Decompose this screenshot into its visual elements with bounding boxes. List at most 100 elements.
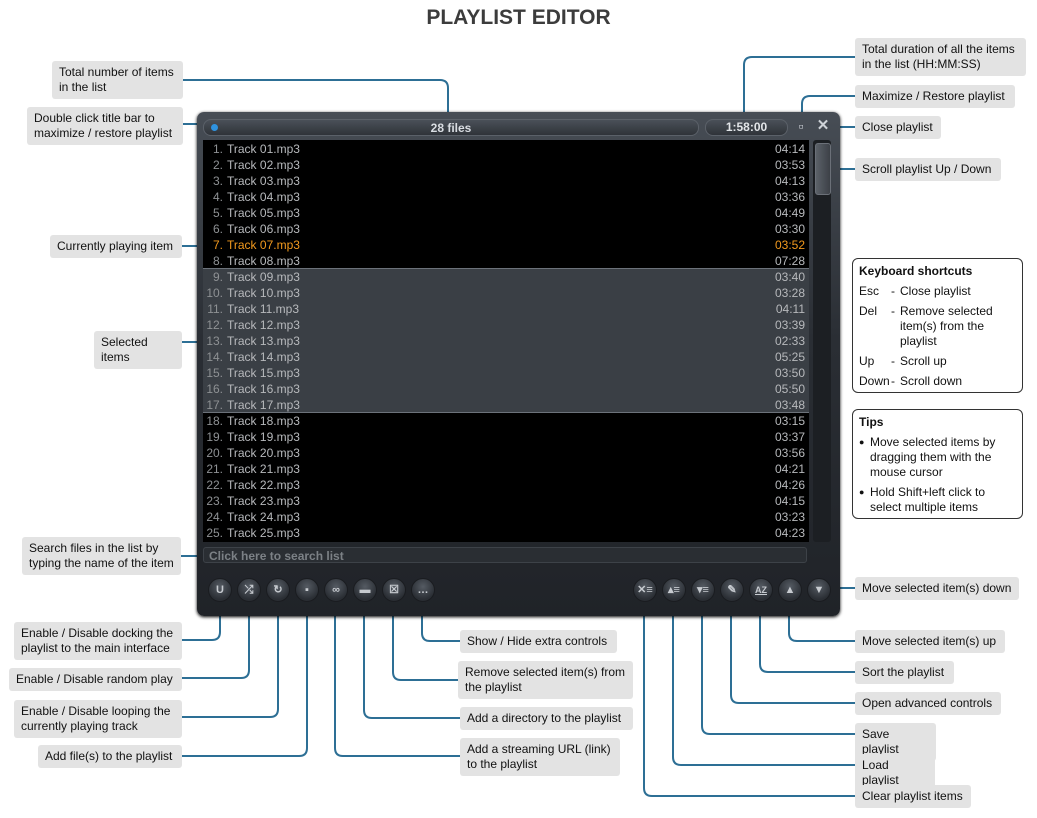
track-name: Track 24.mp3 xyxy=(227,510,300,524)
callout-random: Enable / Disable random play xyxy=(9,668,182,691)
total-duration: 1:58:00 xyxy=(705,119,788,136)
search-input[interactable]: Click here to search list xyxy=(203,547,807,563)
track-number: 5. xyxy=(212,206,223,220)
scrollbar-thumb[interactable] xyxy=(815,143,831,195)
track-number: 20. xyxy=(206,446,223,460)
track-number: 14. xyxy=(206,350,223,364)
shortcuts-heading: Keyboard shortcuts xyxy=(859,264,973,278)
track-row[interactable]: 20. Track 20.mp3 03:56 xyxy=(203,445,809,461)
track-number: 1. xyxy=(212,142,223,156)
add-folder-button[interactable]: ▬ xyxy=(353,578,377,602)
track-number: 16. xyxy=(206,382,223,396)
shortcut-desc: Remove selected item(s) from the playlis… xyxy=(891,304,1016,349)
shuffle-button[interactable]: ⤮ xyxy=(237,578,261,602)
dock-magnet-icon: U xyxy=(216,584,224,596)
shortcut-row: EscClose playlist xyxy=(859,284,1016,299)
callout-looping: Enable / Disable looping the currently p… xyxy=(14,700,182,738)
track-number: 21. xyxy=(206,462,223,476)
dock-button[interactable]: U xyxy=(208,578,232,602)
callout-clear: Clear playlist items xyxy=(855,785,971,808)
close-button[interactable]: ✕ xyxy=(815,117,831,135)
shortcut-row: DownScroll down xyxy=(859,374,1016,389)
track-number: 13. xyxy=(206,334,223,348)
maximize-button[interactable]: ▫ xyxy=(793,117,809,135)
callout-selected: Selected items xyxy=(94,331,182,369)
file-count: 28 files xyxy=(430,121,472,135)
save-button[interactable]: ▾≡ xyxy=(691,578,715,602)
load-button[interactable]: ▴≡ xyxy=(662,578,686,602)
track-duration: 03:23 xyxy=(774,510,805,524)
sort-button[interactable]: AZ xyxy=(749,578,773,602)
track-duration: 04:21 xyxy=(774,462,805,476)
move-down-button[interactable]: ▼ xyxy=(807,578,831,602)
track-duration: 03:28 xyxy=(774,286,805,300)
status-dot xyxy=(211,124,218,131)
track-number: 8. xyxy=(212,254,223,268)
add-file-icon: ▪ xyxy=(305,584,309,596)
scrollbar[interactable] xyxy=(813,140,831,542)
add-file-button[interactable]: ▪ xyxy=(295,578,319,602)
shortcut-desc: Close playlist xyxy=(891,284,1016,299)
clear-button[interactable]: ✕≡ xyxy=(633,578,657,602)
track-name: Track 02.mp3 xyxy=(227,158,300,172)
track-name: Track 17.mp3 xyxy=(227,398,300,412)
remove-button[interactable]: ☒ xyxy=(382,578,406,602)
callout-add-directory: Add a directory to the playlist xyxy=(460,707,633,730)
track-name: Track 16.mp3 xyxy=(227,382,300,396)
track-name: Track 20.mp3 xyxy=(227,446,300,460)
loop-button[interactable]: ↻ xyxy=(266,578,290,602)
track-duration: 03:30 xyxy=(774,222,805,236)
track-duration: 03:15 xyxy=(774,414,805,428)
load-playlist-icon: ▴≡ xyxy=(668,584,680,596)
track-number: 6. xyxy=(212,222,223,236)
tip-item: Hold Shift+left click to select multiple… xyxy=(859,485,1016,515)
callout-add-stream: Add a streaming URL (link) to the playli… xyxy=(460,738,620,776)
add-url-icon: ∞ xyxy=(332,584,340,596)
track-name: Track 14.mp3 xyxy=(227,350,300,364)
track-duration: 03:37 xyxy=(774,430,805,444)
track-duration: 03:36 xyxy=(774,190,805,204)
track-number: 18. xyxy=(206,414,223,428)
loop-icon: ↻ xyxy=(273,584,283,596)
callout-currently-playing: Currently playing item xyxy=(50,235,182,258)
callout-show-hide: Show / Hide extra controls xyxy=(460,630,617,653)
move-up-button[interactable]: ▲ xyxy=(778,578,802,602)
advanced-button[interactable]: ✎ xyxy=(720,578,744,602)
callout-add-files: Add file(s) to the playlist xyxy=(38,745,182,768)
add-url-button[interactable]: ∞ xyxy=(324,578,348,602)
keyboard-shortcuts-box: Keyboard shortcuts EscClose playlistDelR… xyxy=(852,258,1023,393)
track-name: Track 22.mp3 xyxy=(227,478,300,492)
extra-controls-button[interactable]: … xyxy=(411,578,435,602)
track-duration: 03:56 xyxy=(774,446,805,460)
callout-docking: Enable / Disable docking the playlist to… xyxy=(14,622,182,660)
callout-maximize: Maximize / Restore playlist xyxy=(855,85,1015,108)
track-duration: 04:26 xyxy=(774,478,805,492)
title-bar[interactable]: 28 files xyxy=(203,119,699,136)
track-name: Track 01.mp3 xyxy=(227,142,300,156)
